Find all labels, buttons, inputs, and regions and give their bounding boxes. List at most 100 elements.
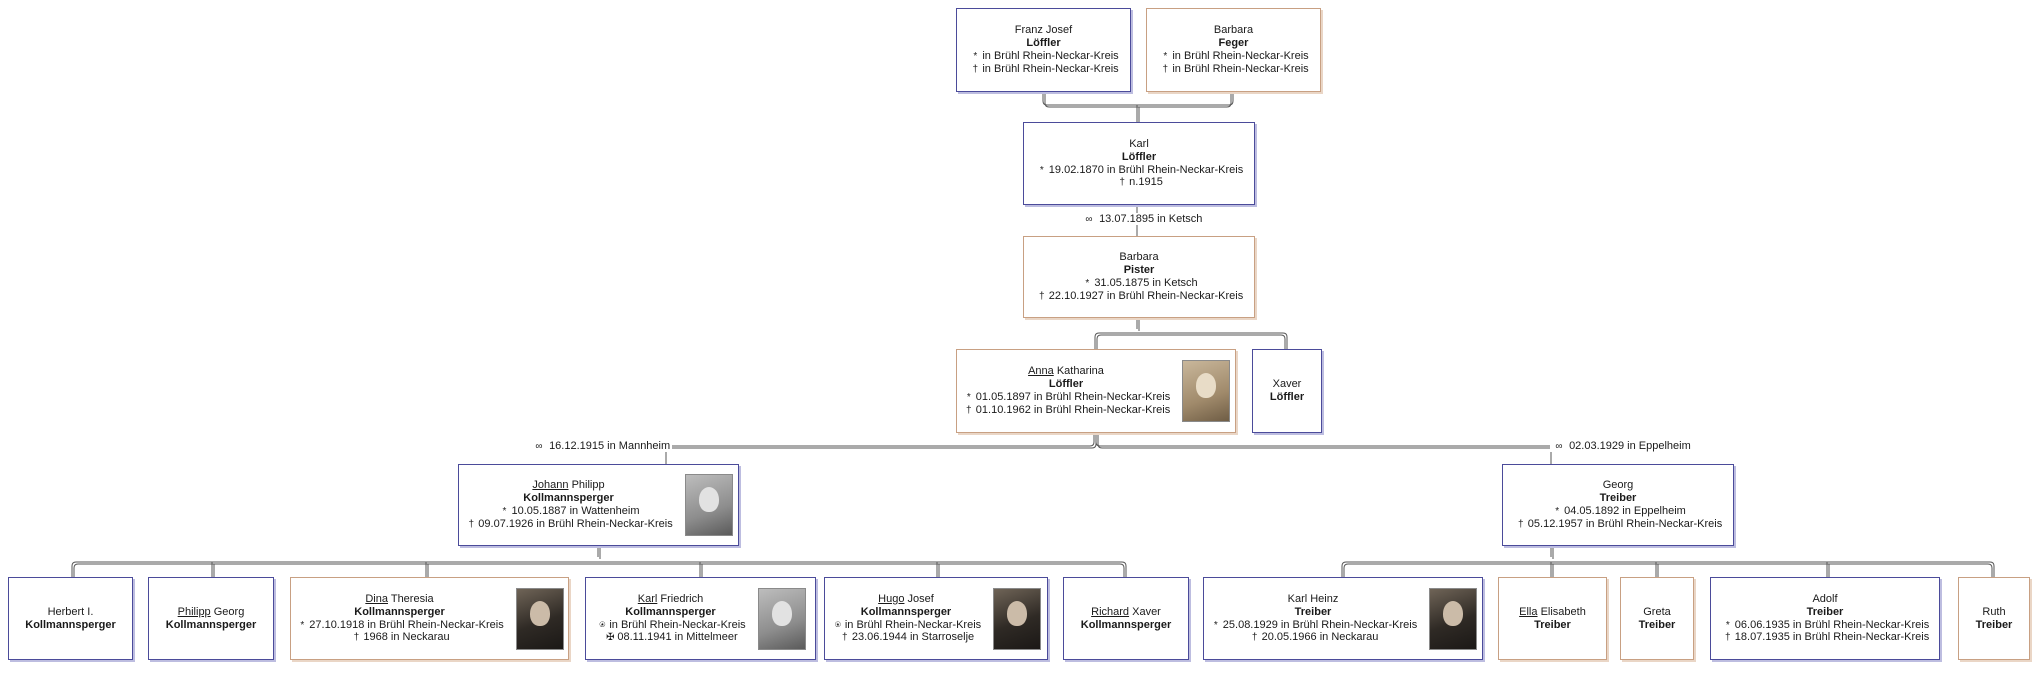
portrait-photo <box>993 587 1042 650</box>
birth-event: *27.10.1918 in Brühl Rhein-Neckar-Kreis <box>295 619 503 632</box>
death-event: †1968 in Neckarau <box>295 631 503 644</box>
birth-icon: * <box>1163 51 1168 62</box>
given-name: Georg <box>1602 479 1634 492</box>
birth-event: *25.08.1929 in Brühl Rhein-Neckar-Kreis <box>1209 619 1417 632</box>
given-name: Greta <box>1643 605 1671 618</box>
given-name: Karl Friedrich <box>637 592 704 605</box>
given-name: Franz Josef <box>1014 24 1073 37</box>
person-card-karl-loeffler[interactable]: Karl Löffler *19.02.1870 in Brühl Rhein-… <box>1023 122 1255 205</box>
given-name: Hugo Josef <box>878 592 934 605</box>
marriage-icon: ∞ <box>535 441 543 452</box>
baptism-event: ⍟in Brühl Rhein-Neckar-Kreis <box>831 619 981 632</box>
person-card-johann-philipp-kollmannsperger[interactable]: Johann Philipp Kollmannsperger *10.05.18… <box>458 464 739 546</box>
marriage-text: 16.12.1915 in Mannheim <box>549 440 671 452</box>
given-name: Philipp Georg <box>177 605 245 618</box>
birth-event: *06.06.1935 in Brühl Rhein-Neckar-Kreis <box>1721 619 1929 632</box>
person-card-karl-heinz-treiber[interactable]: Karl Heinz Treiber *25.08.1929 in Brühl … <box>1203 577 1483 660</box>
given-name: Ella Elisabeth <box>1519 605 1586 618</box>
surname: Treiber <box>1638 618 1676 631</box>
death-event: †22.10.1927 in Brühl Rhein-Neckar-Kreis <box>1035 290 1243 303</box>
death-icon: † <box>1251 632 1258 644</box>
marriage-label-anna-georg: ∞ 02.03.1929 in Eppelheim <box>1550 440 1693 452</box>
death-icon: † <box>353 632 360 644</box>
marriage-icon: ∞ <box>1555 441 1563 452</box>
person-card-richard-xaver-kollmannsperger[interactable]: Richard Xaver Kollmannsperger <box>1063 577 1189 660</box>
marriage-icon: ∞ <box>1085 214 1093 225</box>
death-event: †01.10.1962 in Brühl Rhein-Neckar-Kreis <box>962 404 1170 417</box>
birth-icon: * <box>1213 619 1218 631</box>
surname: Kollmannsperger <box>523 492 614 505</box>
death-icon: † <box>1518 518 1524 530</box>
person-card-karl-friedrich-kollmannsperger[interactable]: Karl Friedrich Kollmannsperger ⍟in Brühl… <box>585 577 816 660</box>
death-icon: † <box>842 632 848 644</box>
person-card-xaver-loeffler[interactable]: Xaver Löffler <box>1252 349 1322 433</box>
death-icon: † <box>1039 290 1045 302</box>
surname: Kollmannsperger <box>1080 618 1172 631</box>
surname: Treiber <box>1806 605 1844 618</box>
person-card-barbara-pister[interactable]: Barbara Pister *31.05.1875 in Ketsch †22… <box>1023 236 1255 318</box>
death-icon: † <box>966 404 972 416</box>
death-event: †20.05.1966 in Neckarau <box>1209 631 1417 644</box>
person-card-anna-katharina-loeffler[interactable]: Anna Katharina Löffler *01.05.1897 in Br… <box>956 349 1236 433</box>
surname: Löffler <box>1026 37 1061 50</box>
birth-event: *19.02.1870 in Brühl Rhein-Neckar-Kreis <box>1035 164 1243 177</box>
birth-icon: * <box>502 506 507 517</box>
person-card-barbara-feger[interactable]: Barbara Feger *in Brühl Rhein-Neckar-Kre… <box>1146 8 1321 92</box>
death-event: ✠08.11.1941 in Mittelmeer <box>595 631 745 644</box>
given-name: Karl <box>1129 137 1149 150</box>
surname: Feger <box>1218 37 1249 50</box>
portrait-photo <box>684 474 733 536</box>
birth-event: *10.05.1887 in Wattenheim <box>464 505 672 518</box>
given-name: Ruth <box>1982 605 2006 618</box>
person-card-herbert-kollmannsperger[interactable]: Herbert I. Kollmannsperger <box>8 577 133 660</box>
surname: Treiber <box>1294 605 1332 618</box>
birth-event: *in Brühl Rhein-Neckar-Kreis <box>968 50 1118 63</box>
death-event: †in Brühl Rhein-Neckar-Kreis <box>968 63 1119 76</box>
marriage-text: 13.07.1895 in Ketsch <box>1099 213 1203 225</box>
surname: Kollmannsperger <box>165 618 257 631</box>
surname: Pister <box>1123 264 1155 277</box>
surname: Kollmannsperger <box>25 618 116 631</box>
portrait-photo <box>515 587 564 650</box>
killed-in-action-icon: ✠ <box>606 632 615 644</box>
birth-event: *01.05.1897 in Brühl Rhein-Neckar-Kreis <box>962 391 1170 404</box>
person-card-greta-treiber[interactable]: Greta Treiber <box>1620 577 1694 660</box>
birth-icon: * <box>1039 164 1044 176</box>
birth-icon: * <box>1555 506 1560 517</box>
death-event: †n.1915 <box>1035 176 1243 189</box>
death-icon: † <box>1725 632 1731 644</box>
person-card-ruth-treiber[interactable]: Ruth Treiber <box>1958 577 2030 660</box>
death-icon: † <box>1162 63 1169 75</box>
birth-event: *31.05.1875 in Ketsch <box>1035 277 1243 290</box>
given-name: Herbert I. <box>47 605 94 618</box>
given-name: Richard Xaver <box>1091 605 1161 618</box>
surname: Treiber <box>1975 618 2013 631</box>
death-icon: † <box>972 63 979 75</box>
marriage-label-karl-barbara: ∞ 13.07.1895 in Ketsch <box>1080 213 1205 225</box>
marriage-text: 02.03.1929 in Eppelheim <box>1569 440 1691 452</box>
given-name: Xaver <box>1272 378 1302 391</box>
death-event: †09.07.1926 in Brühl Rhein-Neckar-Kreis <box>464 518 673 531</box>
death-event: †18.07.1935 in Brühl Rhein-Neckar-Kreis <box>1721 631 1929 644</box>
death-icon: † <box>1119 177 1125 189</box>
birth-icon: * <box>966 392 971 403</box>
person-card-georg-treiber[interactable]: Georg Treiber *04.05.1892 in Eppelheim †… <box>1502 464 1734 546</box>
person-card-adolf-treiber[interactable]: Adolf Treiber *06.06.1935 in Brühl Rhein… <box>1710 577 1940 660</box>
given-name: Johann Philipp <box>532 479 605 492</box>
given-name: Anna Katharina <box>1028 365 1104 378</box>
portrait-photo <box>1429 587 1478 650</box>
birth-icon: * <box>973 51 978 62</box>
birth-event: *in Brühl Rhein-Neckar-Kreis <box>1158 50 1308 63</box>
surname: Kollmannsperger <box>354 605 445 618</box>
baptism-event: ⍟in Brühl Rhein-Neckar-Kreis <box>595 619 745 632</box>
person-card-dina-theresia-kollmannsperger[interactable]: Dina Theresia Kollmannsperger *27.10.191… <box>290 577 569 660</box>
given-name: Barbara <box>1119 251 1159 264</box>
death-icon: † <box>468 518 475 530</box>
person-card-ella-elisabeth-treiber[interactable]: Ella Elisabeth Treiber <box>1498 577 1607 660</box>
person-card-philipp-georg-kollmannsperger[interactable]: Philipp Georg Kollmannsperger <box>148 577 274 660</box>
death-event: †05.12.1957 in Brühl Rhein-Neckar-Kreis <box>1514 518 1722 531</box>
person-card-hugo-josef-kollmannsperger[interactable]: Hugo Josef Kollmannsperger ⍟in Brühl Rhe… <box>824 577 1048 660</box>
person-card-franz-josef-loeffler[interactable]: Franz Josef Löffler *in Brühl Rhein-Neck… <box>956 8 1131 92</box>
given-name: Adolf <box>1812 592 1838 605</box>
